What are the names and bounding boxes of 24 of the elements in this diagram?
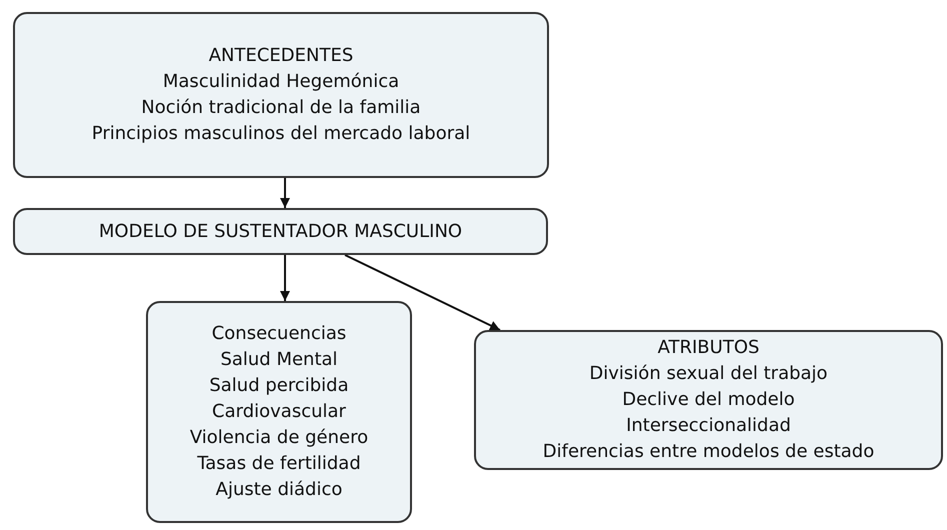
item-text: Salud percibida	[209, 374, 349, 398]
item-text: Tasas de fertilidad	[197, 452, 361, 476]
item-text: Noción tradicional de la familia	[141, 96, 421, 120]
item-text: Masculinidad Hegemónica	[162, 70, 400, 94]
item-text: Violencia de género	[190, 426, 368, 450]
arrow	[344, 254, 500, 331]
heading-text: ANTECEDENTES	[208, 44, 354, 68]
item-text: Diferencias entre modelos de estado	[542, 440, 874, 464]
concept-box	[474, 330, 943, 470]
item-text: División sexual del trabajo	[589, 362, 828, 386]
item-text: Principios masculinos del mercado laboral	[92, 122, 470, 146]
concept-box	[13, 12, 549, 178]
arrow	[280, 255, 290, 301]
concept-box	[146, 301, 412, 523]
item-text: MODELO DE SUSTENTADOR MASCULINO	[98, 220, 462, 244]
arrow	[280, 178, 290, 208]
item-text: Interseccionalidad	[626, 414, 791, 438]
heading-text: Consecuencias	[212, 322, 346, 346]
heading-text: ATRIBUTOS	[658, 336, 760, 360]
item-text: Salud Mental	[220, 348, 338, 372]
item-text: Ajuste diádico	[216, 478, 342, 502]
item-text: Declive del modelo	[622, 388, 795, 412]
item-text: Cardiovascular	[212, 400, 346, 424]
concept-box	[13, 208, 548, 255]
